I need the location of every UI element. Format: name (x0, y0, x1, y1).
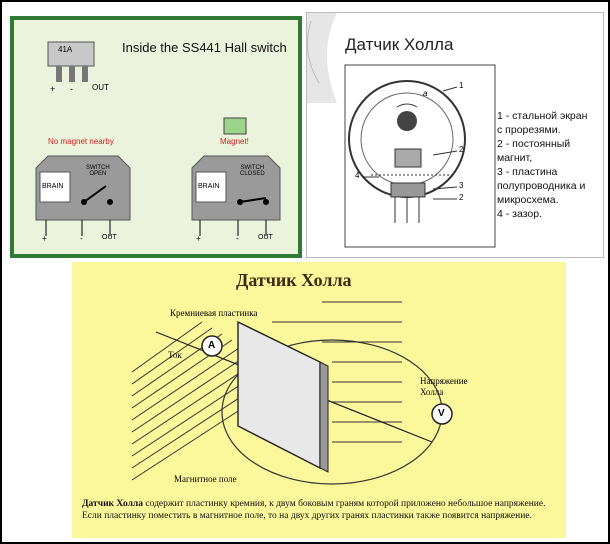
hall-switch-panel: Inside the SS441 Hall switch 41A + - OUT… (10, 16, 302, 258)
hall-caption-text: содержит пластинку кремния, к двум боков… (82, 499, 546, 521)
brain-label-left: BRAIN (42, 183, 64, 190)
switch-closed-device-icon (191, 155, 281, 236)
switch-open-label: SWITCH OPEN (86, 165, 110, 177)
hall-sensor-diagram (307, 13, 496, 248)
left-pin-out: OUT (102, 234, 117, 241)
field-label: Магнитное поле (174, 474, 237, 484)
label-4: 4 (355, 171, 360, 180)
permanent-magnet-icon (394, 148, 422, 168)
right-pin-out: OUT (258, 234, 273, 241)
hall-switch-diagram (35, 41, 281, 236)
brain-label-right: BRAIN (198, 183, 220, 190)
ammeter-label: A (208, 340, 216, 351)
label-2-top: 2 (459, 145, 464, 154)
chip-label: 41A (58, 45, 73, 54)
semiconductor-plate-icon (390, 182, 426, 198)
label-a: a (423, 89, 428, 98)
ss441-chip-icon (47, 41, 95, 82)
current-label: Ток (168, 350, 182, 360)
pin-out-label: OUT (92, 83, 109, 92)
ammeter-icon (201, 335, 223, 357)
hall-caption-bold: Датчик Холла (82, 499, 143, 509)
right-pin-plus: + (196, 234, 201, 243)
pin-plus-label: + (50, 84, 56, 94)
pin-minus-label: - (70, 84, 73, 94)
plate-label: Кремниевая пластинка (170, 308, 258, 318)
voltmeter-label: V (438, 408, 445, 419)
slide-curve (307, 20, 320, 84)
hall-effect-title: Датчик Холла (236, 270, 352, 290)
hall-sensor-panel: Датчик Холла 1 - стальной экран с прорез… (306, 12, 604, 258)
sensor-title: Датчик Холла (345, 35, 454, 54)
hall-switch-title: Inside the SS441 Hall switch (122, 40, 287, 55)
no-magnet-label: No magnet nearby (48, 137, 114, 146)
hall-effect-diagram (131, 301, 453, 485)
left-pin-plus: + (42, 234, 47, 243)
hall-effect-panel: Датчик Холла Кремниевая пластинка Ток На… (72, 262, 566, 538)
sensor-legend: 1 - стальной экран с прорезями. 2 - пост… (497, 110, 588, 220)
right-pin-minus: - (236, 234, 239, 243)
switch-closed-label: SWITCH CLOSED (240, 165, 265, 177)
magnet-label: Magnet! (220, 137, 249, 146)
voltage-label: Напряжение Холла (420, 376, 468, 397)
switch-open-device-icon (35, 155, 131, 236)
label-2-bottom: 2 (459, 193, 464, 202)
magnet-icon (223, 117, 247, 135)
shaft-icon (397, 111, 417, 131)
slide-decoration (307, 13, 337, 103)
label-3: 3 (459, 181, 464, 190)
voltmeter-icon (431, 403, 453, 425)
label-1: 1 (459, 81, 464, 90)
hall-caption: Датчик Холла содержит пластинку кремния,… (82, 498, 558, 522)
left-pin-minus: - (80, 234, 83, 243)
silicon-plate-icon (237, 320, 329, 473)
